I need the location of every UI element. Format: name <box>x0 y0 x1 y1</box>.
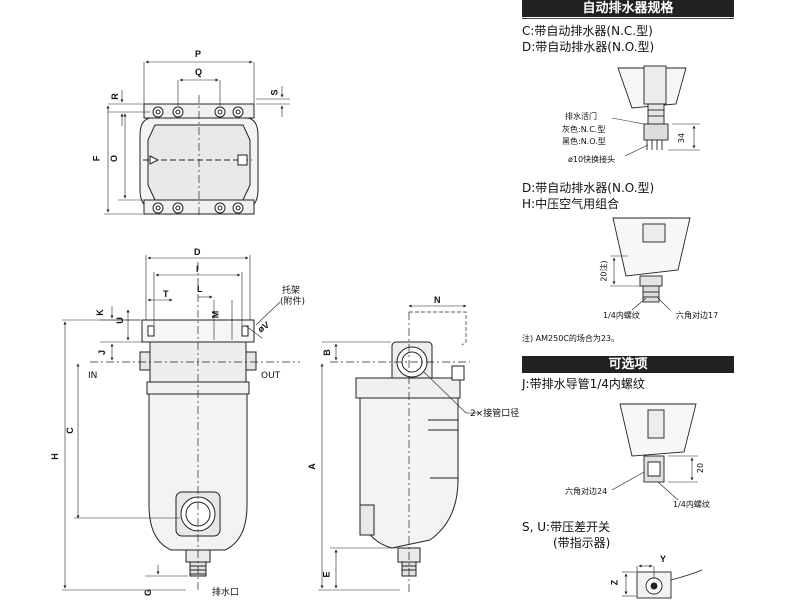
dim-g-label: G <box>143 588 154 597</box>
divider <box>522 18 734 19</box>
port-size-label: 2×接管口径 <box>470 409 520 419</box>
dim-h-label: H <box>49 453 60 460</box>
bracket-attached-label: (附件) <box>280 297 306 307</box>
thread-14-label: 1/4内螺纹 <box>603 311 640 320</box>
dim-l-label: L <box>197 284 203 294</box>
dim-z-label: Z <box>609 579 620 586</box>
dim-m-label: M <box>210 310 221 319</box>
bracket-label: 托架 <box>282 286 301 296</box>
dim-c-label: C <box>64 427 75 434</box>
dim-r-label: R <box>109 93 120 100</box>
dim-20-note-label: 20注) <box>599 260 609 282</box>
drain-d2-caption: D:带自动排水器(N.O.型) <box>522 181 655 195</box>
dim-y-label: Y <box>660 554 667 564</box>
dim-t-label: T <box>163 289 169 299</box>
dim-n-label: N <box>434 295 441 305</box>
dim-q-label: Q <box>195 67 203 77</box>
in-label: IN <box>88 371 98 381</box>
out-label: OUT <box>261 371 281 381</box>
auto-drain-sketch <box>611 65 700 157</box>
dim-i-label: I <box>196 264 199 274</box>
dim-a-label: A <box>306 463 317 470</box>
drain-port-label: 排水口 <box>212 588 240 598</box>
dim-u-label: U <box>114 317 125 324</box>
black-no-label: 黑色:N.O.型 <box>562 137 606 146</box>
grey-nc-label: 灰色:N.C.型 <box>562 125 606 134</box>
hex-17-label: 六角对边17 <box>676 311 719 320</box>
dim-d-label: D <box>194 247 201 257</box>
dim-o-label: O <box>109 154 120 163</box>
medium-pressure-sketch <box>610 217 691 311</box>
dim-e-label: E <box>321 571 332 578</box>
quick-fitting-label: ø10快换接头 <box>568 155 616 164</box>
dim-p-label: P <box>195 49 202 59</box>
drain-cock-label: 排水活门 <box>565 112 597 121</box>
drain-tube-sketch <box>611 403 698 501</box>
dim-j-label: J <box>97 349 108 356</box>
dim-b-label: B <box>321 349 332 356</box>
side-view <box>318 304 480 592</box>
thread-14b-label: 1/4内螺纹 <box>673 500 710 509</box>
hex-24-label: 六角对边24 <box>565 487 608 496</box>
drain-h-caption: H:中压空气用组合 <box>522 197 620 211</box>
dim-20-label: 20 <box>696 462 706 474</box>
drain-spec-title: 自动排水器规格 <box>522 0 734 17</box>
top-view <box>104 60 290 218</box>
options-title: 可选项 <box>522 356 734 373</box>
note-am250c: 注) AM250C的场合为23。 <box>522 334 620 343</box>
dim-s-label: S <box>269 89 280 96</box>
dim-34-label: 34 <box>677 132 687 144</box>
dim-k-label: K <box>94 309 105 316</box>
dim-f-label: F <box>91 155 102 162</box>
option-j-caption: J:带排水导管1/4内螺纹 <box>522 377 645 391</box>
front-view <box>62 255 300 591</box>
drain-c-caption: C:带自动排水器(N.C.型) <box>522 24 653 38</box>
option-su-caption: S, U:带压差开关 <box>522 520 611 534</box>
with-indicator-caption: (带指示器) <box>553 536 611 550</box>
pressure-switch-sketch <box>622 564 703 599</box>
drain-d-caption: D:带自动排水器(N.O.型) <box>522 40 655 54</box>
